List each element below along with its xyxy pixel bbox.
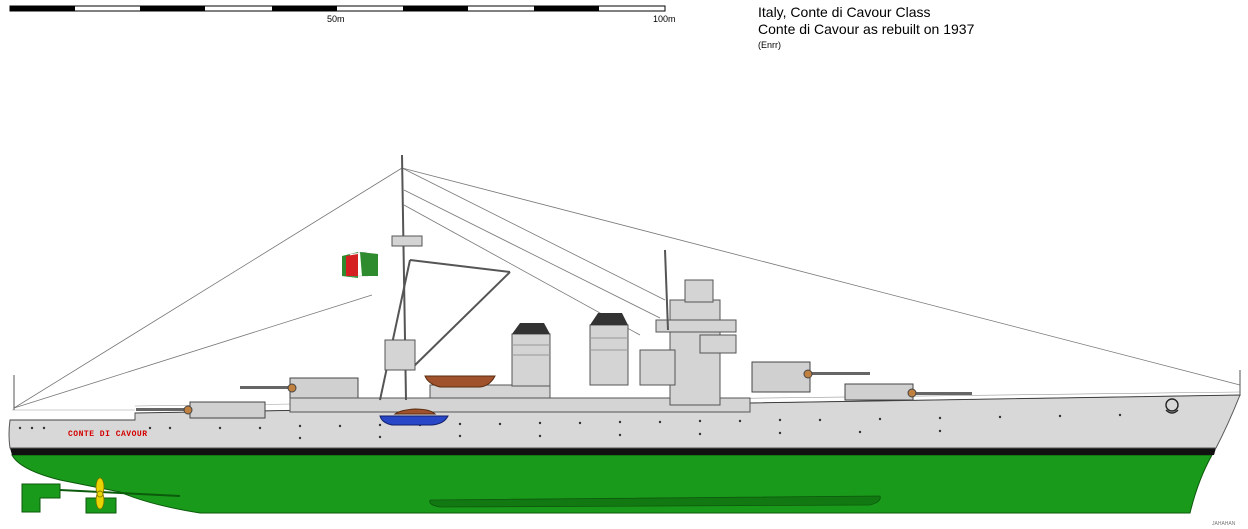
mast-tower <box>384 339 416 371</box>
class-title: Italy, Conte di Cavour Class <box>758 4 931 20</box>
hull-name-label: CONTE DI CAVOUR <box>68 430 148 439</box>
author-label: (Enrr) <box>758 40 781 50</box>
fore-funnel <box>589 313 629 386</box>
rudder <box>21 483 61 513</box>
bilge-keel <box>429 495 881 508</box>
ship-boat-brown <box>424 375 496 388</box>
shaft <box>59 489 181 497</box>
scale-label-50m: 50m <box>327 14 345 24</box>
aft-deckhouse <box>429 384 551 399</box>
aft-turret-upper <box>240 377 359 399</box>
forward-turret-upper <box>751 361 870 393</box>
anchor-hawse <box>1165 398 1179 414</box>
ship-subtitle: Conte di Cavour as rebuilt on 1937 <box>758 21 975 37</box>
forward-turret-lower <box>844 383 972 401</box>
boot-topping <box>10 448 1216 455</box>
italian-flag <box>342 251 378 278</box>
propeller <box>95 477 105 510</box>
mast-platform <box>391 235 423 247</box>
ship-boat-blue <box>379 415 449 426</box>
drawing-credit: JAHAHAN <box>1212 521 1236 527</box>
underwater-hull <box>11 454 1213 514</box>
title-block: Italy, Conte di Cavour Class Conte di Ca… <box>758 4 974 51</box>
aft-funnel <box>511 323 551 387</box>
aft-turret-lower <box>136 401 266 419</box>
scale-label-100m: 100m <box>653 14 676 24</box>
bridge-tower <box>639 249 737 406</box>
scale-bar <box>9 5 666 12</box>
